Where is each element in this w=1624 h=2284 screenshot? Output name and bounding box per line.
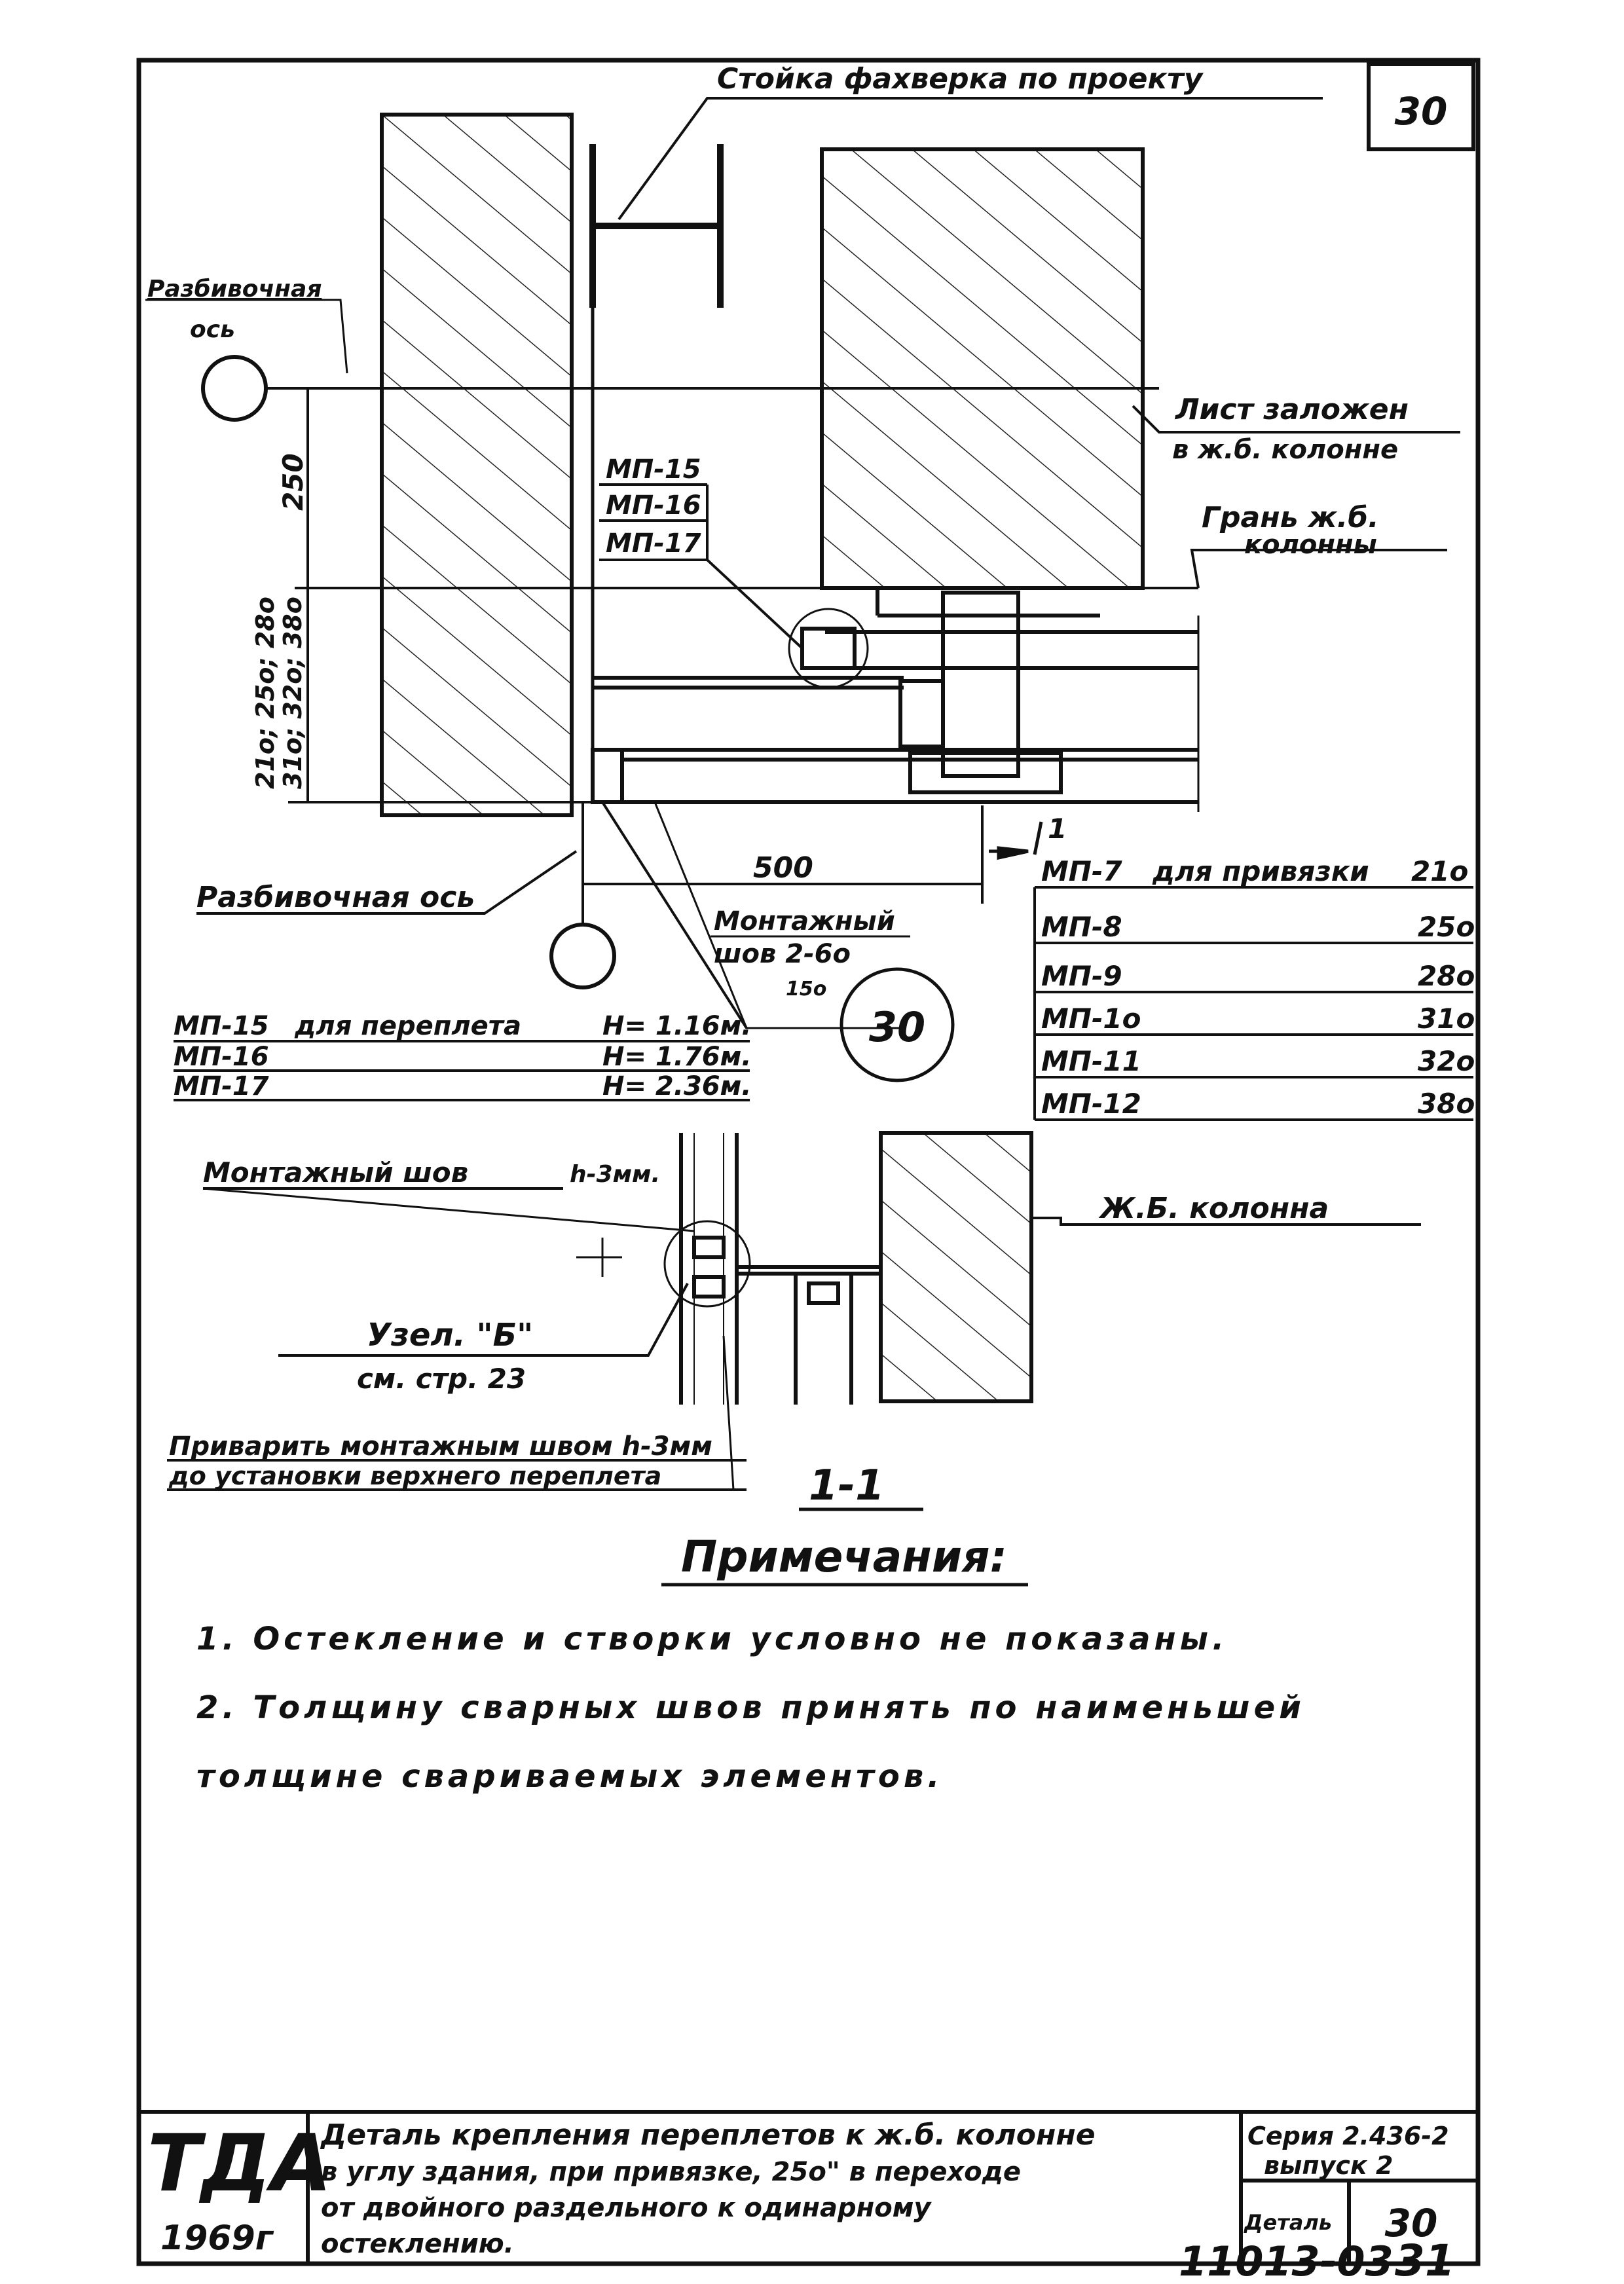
weld-label-2: шов 2-6о — [714, 939, 851, 969]
note-3: толщине свариваемых элементов. — [196, 1758, 944, 1795]
right-rc-column — [820, 147, 1145, 590]
mp-left-title-h: Н= 1.16м. — [602, 1011, 752, 1041]
mp-right-table — [1033, 886, 1473, 1121]
node-circle — [663, 1220, 751, 1308]
detail-number: 30 — [1385, 2201, 1438, 2245]
weld-instr-leader — [722, 1335, 735, 1490]
desc-1: Деталь крепления переплетов к ж.б. колон… — [320, 2118, 1096, 2152]
section-1-1 — [576, 1133, 881, 1405]
weld-bottom-label: Монтажный шов — [203, 1156, 468, 1188]
section-mark — [989, 821, 1043, 860]
mp-left-row2-code: МП-17 — [174, 1071, 269, 1101]
rack-i-beam — [589, 144, 724, 308]
mp-left-title-text: для переплета — [294, 1011, 521, 1041]
central-post — [876, 588, 1100, 778]
weld-bottom-h: h-3мм. — [570, 1161, 660, 1188]
dim-500-line — [583, 805, 984, 904]
callout-30: 30 — [840, 967, 955, 1082]
sheet-number-box: 30 — [1367, 62, 1475, 151]
mp-left-row2-h: Н= 2.36м. — [602, 1071, 752, 1101]
org-mark: ТДА — [147, 2118, 332, 2209]
footer-page: 31 — [1395, 2236, 1455, 2281]
mp16-label: МП-16 — [606, 490, 701, 521]
mp-right-row5-code: МП-12 — [1041, 1088, 1141, 1120]
mp-right-row4-val: 32о — [1418, 1045, 1475, 1077]
sheet-border — [136, 58, 1481, 2266]
top-axis — [145, 299, 1159, 422]
desc-3: от двойного раздельного к одинарному — [321, 2193, 932, 2223]
mp15-label: МП-15 — [606, 454, 701, 485]
sheet-embedded-label-1: Лист заложен — [1174, 393, 1409, 426]
detail-circle-upper — [788, 608, 869, 689]
mp-right-row3-val: 31о — [1418, 1003, 1475, 1035]
rack-label: Стойка фахверка по проекту — [717, 62, 1204, 96]
mp-right-row1-code: МП-8 — [1041, 911, 1122, 943]
dim-500: 500 — [753, 851, 813, 885]
weld-bottom-leader — [202, 1187, 695, 1232]
column-face-label-1: Грань ж.б. — [1202, 501, 1379, 534]
mp-left-title-code: МП-15 — [174, 1011, 269, 1041]
sheet-embedded-label-2: в ж.б. колонне — [1172, 435, 1398, 465]
desc-2: в углу здания, при привязке, 25о" в пере… — [321, 2157, 1021, 2187]
bottom-axis-label: Разбивочная ось — [196, 881, 475, 914]
dim-stack-2: 31о; 32о; 38о — [278, 597, 307, 789]
mp-right-row5-val: 38о — [1418, 1088, 1475, 1120]
section-mark-label: 1 — [1048, 813, 1067, 845]
node-label: Узел. "Б" — [367, 1317, 533, 1354]
mp-stack — [599, 483, 803, 650]
callout-30-label: 30 — [869, 1003, 925, 1051]
detail-label: Деталь — [1244, 2210, 1332, 2235]
top-axis-label-1: Разбивочная — [147, 276, 322, 303]
node-leader — [278, 1283, 689, 1357]
series-2: выпуск 2 — [1264, 2151, 1393, 2180]
left-rc-column — [380, 113, 574, 817]
bottom-axis — [196, 802, 616, 989]
top-axis-label-2: ось — [190, 316, 235, 343]
mp-left-row1-h: Н= 1.76м. — [602, 1042, 752, 1072]
node-ref: см. стр. 23 — [357, 1363, 526, 1395]
weld-leader-2 — [654, 801, 904, 1029]
lower-frame — [591, 748, 1198, 804]
weld-leader — [601, 801, 748, 1029]
weld-label-3: 15о — [786, 978, 826, 1001]
org-year: 1969г — [160, 2219, 274, 2258]
section-title: 1-1 — [809, 1462, 885, 1510]
vertical-dimension — [288, 387, 629, 803]
note-1: 1. Остекление и створки условно не показ… — [196, 1621, 1228, 1657]
weld-instr-2: до установки верхнего переплета — [168, 1462, 661, 1490]
sheet-embedded-leader — [1132, 405, 1460, 433]
mp-right-row3-code: МП-1о — [1041, 1003, 1141, 1035]
column-face-leader — [1190, 549, 1447, 589]
weld-label-1: Монтажный — [714, 906, 895, 936]
desc-4: остеклению. — [321, 2229, 514, 2259]
series-1: Серия 2.436-2 — [1247, 2122, 1449, 2150]
mp-left-row1-code: МП-16 — [174, 1042, 269, 1072]
rc-column-label: Ж.Б. колонна — [1098, 1192, 1329, 1225]
sheet-number: 30 — [1395, 89, 1448, 134]
rc-column-leader — [1031, 1217, 1421, 1226]
mp-right-title-text: для привязки — [1152, 855, 1369, 887]
dim-stack-1: 21о; 25о; 28о — [251, 597, 280, 789]
mp-right-title-code: МП-7 — [1041, 855, 1122, 887]
mp-right-title-val: 21о — [1411, 855, 1468, 887]
upper-frame — [593, 627, 1198, 690]
notes-title: Примечания: — [681, 1532, 1007, 1582]
weld-instr-1: Приварить монтажным швом h-3мм — [169, 1431, 712, 1462]
note-2: 2. Толщину сварных швов принять по наиме… — [196, 1689, 1305, 1726]
section-rc-column — [879, 1131, 1033, 1403]
footer-code: 11013-03 — [1179, 2238, 1393, 2281]
mp17-label: МП-17 — [606, 528, 701, 559]
mp-right-row4-code: МП-11 — [1041, 1045, 1141, 1077]
mp-right-row2-code: МП-9 — [1041, 960, 1122, 992]
column-face-label-2: колонны — [1244, 530, 1377, 560]
mp-left-table — [174, 1040, 750, 1101]
dim-250: 250 — [277, 453, 309, 511]
mp-right-row1-val: 25о — [1418, 911, 1475, 943]
mp-right-row2-val: 28о — [1418, 960, 1475, 992]
rack-leader — [618, 97, 1323, 221]
title-block — [141, 2110, 1477, 2262]
